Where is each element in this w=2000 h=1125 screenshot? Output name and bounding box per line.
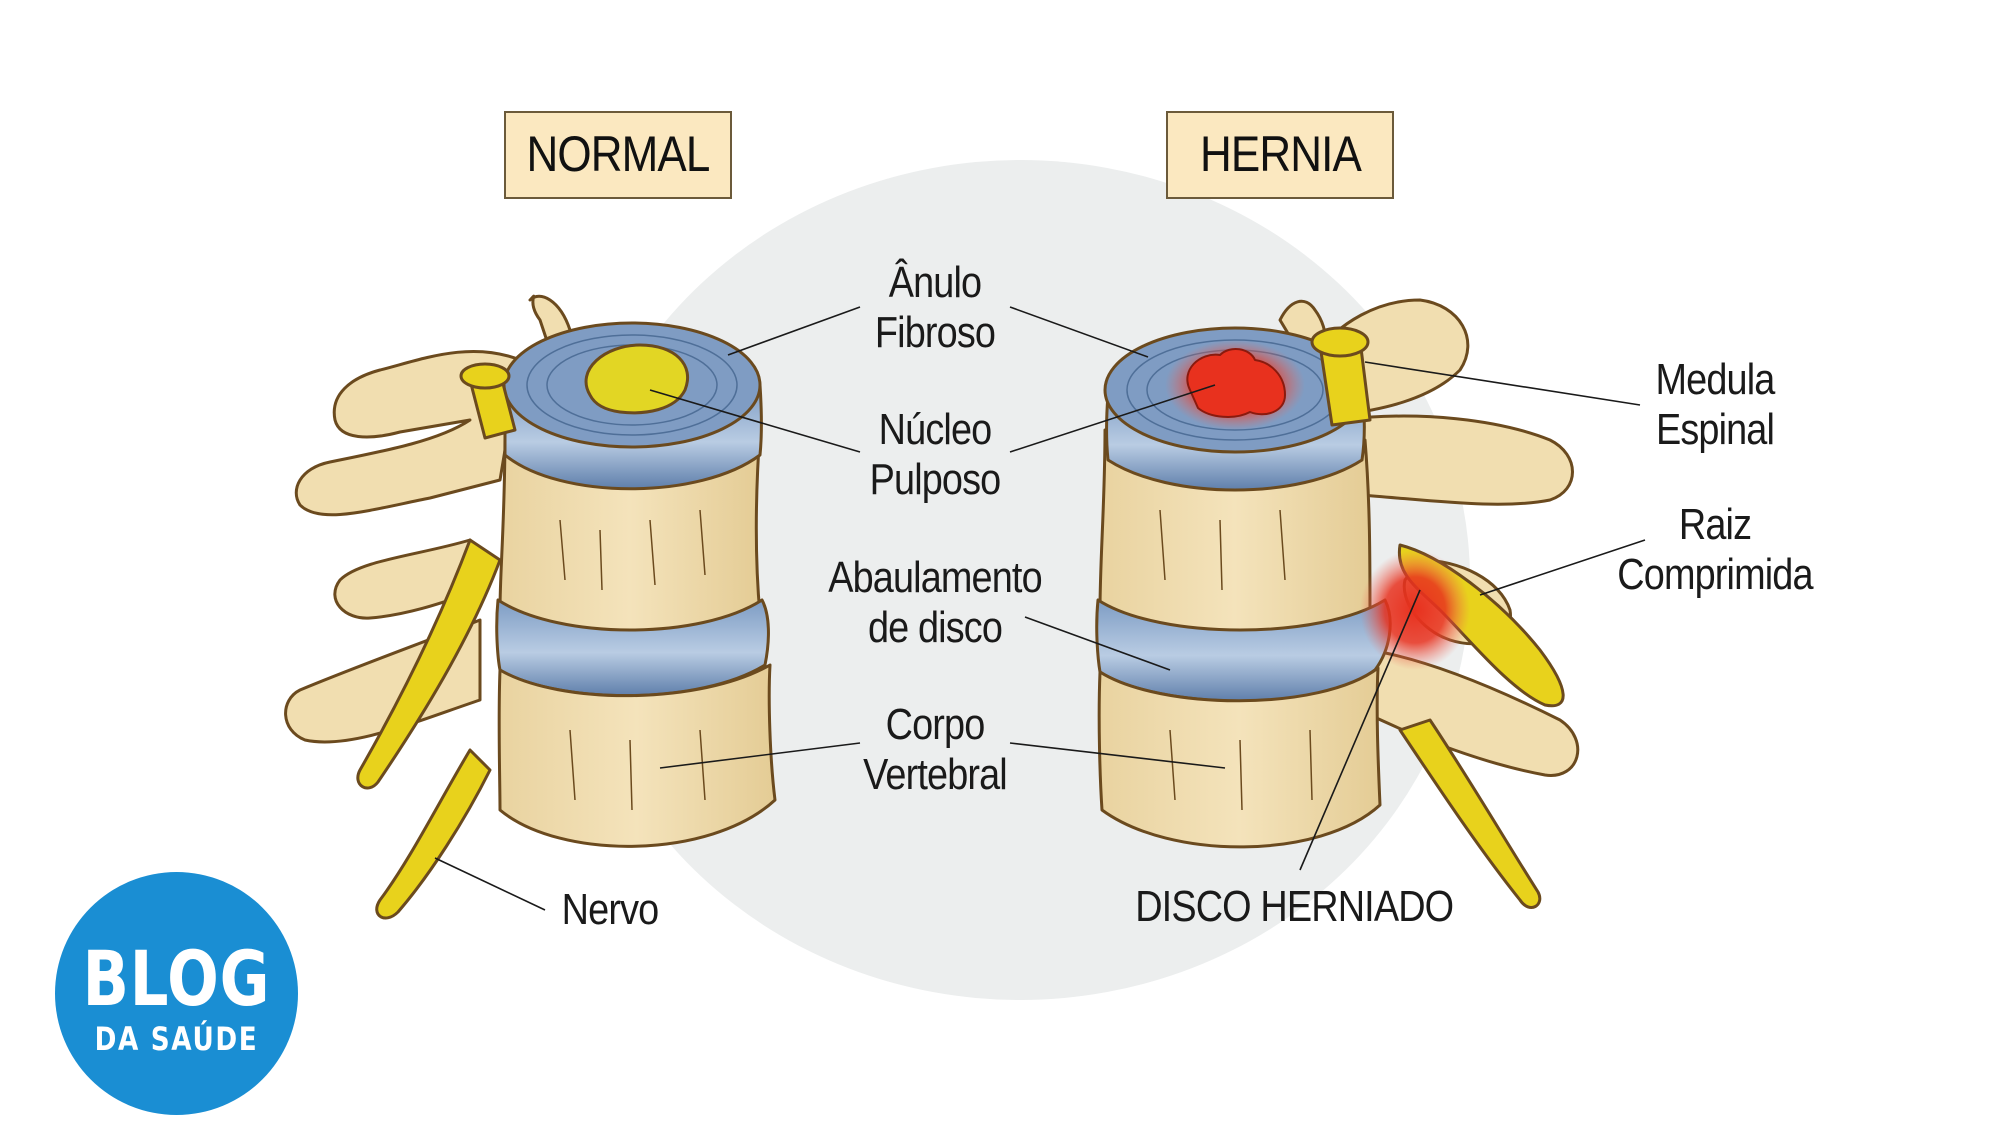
herniation-glow (1360, 550, 1470, 670)
hernia-transverse-process (1338, 414, 1574, 506)
normal-nerve-upper (356, 538, 502, 790)
leader-lines (434, 306, 1646, 911)
hernia-spinal-cord (1310, 326, 1372, 427)
normal-spinal-cord (459, 362, 517, 440)
hernia-tag: HERNIA (1166, 111, 1394, 199)
normal-disc-ring-1 (526, 334, 738, 436)
normal-transverse-process (294, 349, 522, 517)
label-raiz-line1: Raiz (1678, 500, 1752, 549)
label-anulo-line2: Fibroso (874, 308, 996, 357)
label-corpo-line2: Vertebral (863, 750, 1008, 799)
normal-tag: NORMAL (504, 111, 732, 199)
normal-nerve-lower (375, 748, 492, 920)
hernia-nucleus (1186, 348, 1286, 418)
blog-da-saude-logo[interactable]: BLOG DA SAÚDE (55, 872, 298, 1115)
logo-line1: BLOG (82, 934, 271, 1023)
normal-vertebra (284, 294, 777, 920)
label-medula-espinal: Medula Espinal (1638, 355, 1793, 455)
label-nucleo-line2: Pulposo (869, 455, 1002, 504)
label-anulo-fibroso: Ânulo Fibroso (849, 258, 1021, 358)
normal-lower-body (497, 663, 777, 848)
label-raiz-line2: Comprimida (1617, 550, 1813, 599)
hernia-nerve-lower (1398, 718, 1542, 909)
label-corpo-vertebral: Corpo Vertebral (849, 700, 1021, 800)
hernia-body-texture (1159, 509, 1313, 811)
label-corpo-line1: Corpo (885, 700, 986, 749)
hernia-lower-body (1097, 666, 1382, 849)
normal-tag-text: NORMAL (526, 126, 711, 182)
label-medula-line2: Espinal (1655, 405, 1775, 454)
label-abaulamento: Abaulamento de disco (823, 553, 1047, 653)
label-nervo-text: Nervo (561, 885, 660, 934)
logo-line2: DA SAÚDE (94, 1020, 259, 1058)
label-medula-line1: Medula (1655, 355, 1776, 404)
normal-body-texture (559, 509, 706, 811)
label-nervo: Nervo (550, 885, 670, 935)
label-nucleo-pulposo: Núcleo Pulposo (849, 405, 1021, 505)
label-disco-herniado: DISCO HERNIADO (1135, 882, 1454, 932)
hernia-vertebra (1095, 298, 1580, 909)
label-disco-herniado-text: DISCO HERNIADO (1135, 882, 1454, 931)
normal-nucleus (584, 343, 690, 415)
normal-lower-facet (333, 538, 482, 620)
label-abaulamento-line2: de disco (867, 603, 1003, 652)
label-abaulamento-line1: Abaulamento (828, 553, 1042, 602)
label-raiz-comprimida: Raiz Comprimida (1616, 500, 1814, 600)
label-nucleo-line1: Núcleo (878, 405, 992, 454)
hernia-tag-text: HERNIA (1199, 126, 1362, 182)
label-anulo-line1: Ânulo (888, 258, 982, 307)
